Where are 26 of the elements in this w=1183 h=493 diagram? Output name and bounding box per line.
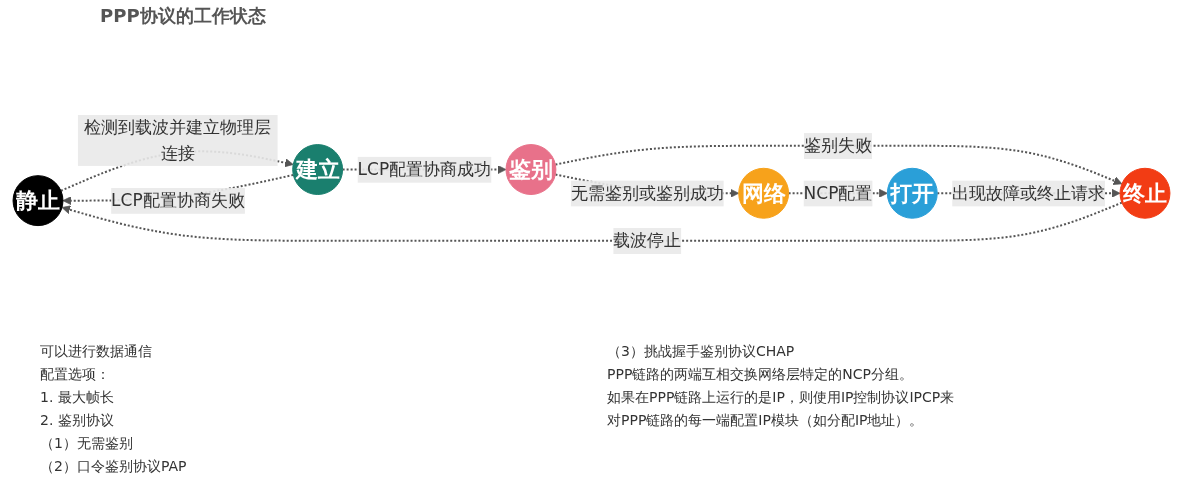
edge-label: 载波停止	[613, 230, 682, 251]
arrow	[554, 145, 1123, 186]
edge-label: 检测到载波并建立物理层连接	[84, 117, 272, 163]
node-circle: 网络	[738, 168, 790, 219]
note-text: （2）口令鉴别协议PAP	[40, 457, 188, 476]
edge-label: 出现故障或终止请求	[952, 182, 1106, 203]
node-circle: 鉴别	[505, 144, 557, 196]
edge-label: LCP配置协商成功	[357, 159, 492, 180]
note-text: 2. 鉴别协议	[40, 411, 115, 430]
note-text: 配置选项：	[40, 365, 111, 384]
node-circle: 终止	[1119, 168, 1171, 219]
note-text: 1. 最大帧长	[40, 388, 115, 407]
edge-label: 无需鉴别或鉴别成功	[570, 182, 724, 203]
node-circle: 静止	[12, 175, 64, 227]
note-text: （3）挑战握手鉴别协议CHAP	[607, 342, 796, 361]
note-text: 如果在PPP链路上运行的是IP，则使用IP控制协议IPCP来	[607, 388, 956, 407]
note-text: （1）无需鉴别	[40, 434, 134, 453]
diagram-title: PPP协议的工作状态	[100, 4, 266, 28]
note-text: 对PPP链路的每一端配置IP模块（如分配IP地址）。	[607, 411, 925, 430]
edge-label: 鉴别失败	[804, 135, 872, 156]
edge-label: NCP配置	[803, 182, 873, 203]
note-text: PPP链路的两端互相交换网络层特定的NCP分组。	[607, 365, 915, 384]
edge-label: LCP配置协商失败	[111, 190, 245, 211]
note-text: 可以进行数据通信	[40, 342, 153, 361]
arrow	[61, 201, 1123, 242]
node-circle: 打开	[886, 168, 938, 219]
